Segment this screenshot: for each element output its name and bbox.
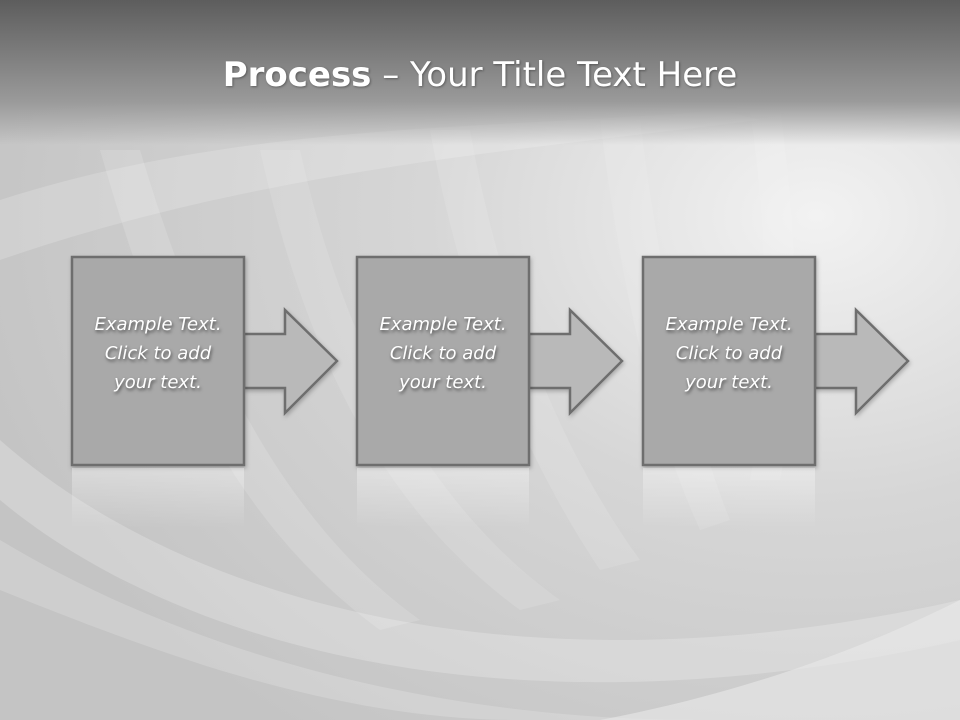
step-3-box: [641, 255, 817, 467]
step-2[interactable]: [355, 255, 624, 528]
title-band: [0, 0, 960, 145]
step-2-text[interactable]: Example Text. Click to add your text.: [379, 314, 507, 393]
step-3[interactable]: [641, 255, 910, 528]
title-bold-text: Process: [222, 55, 372, 95]
step-2-reflection: [357, 468, 529, 528]
step-3-reflection: [643, 468, 815, 528]
step-1[interactable]: [70, 255, 339, 528]
step-2-arrow: [527, 307, 624, 417]
step-1-arrow: [242, 307, 339, 417]
step-2-box: [355, 255, 531, 467]
step-1-box: [70, 255, 246, 467]
slide-title[interactable]: Process – Your Title Text Here: [0, 52, 960, 98]
step-3-arrow: [813, 307, 910, 417]
step-3-text[interactable]: Example Text. Click to add your text.: [665, 314, 793, 393]
step-1-text[interactable]: Example Text. Click to add your text.: [94, 314, 222, 393]
step-1-reflection: [72, 468, 244, 528]
title-rest-text: – Your Title Text Here: [371, 55, 738, 95]
